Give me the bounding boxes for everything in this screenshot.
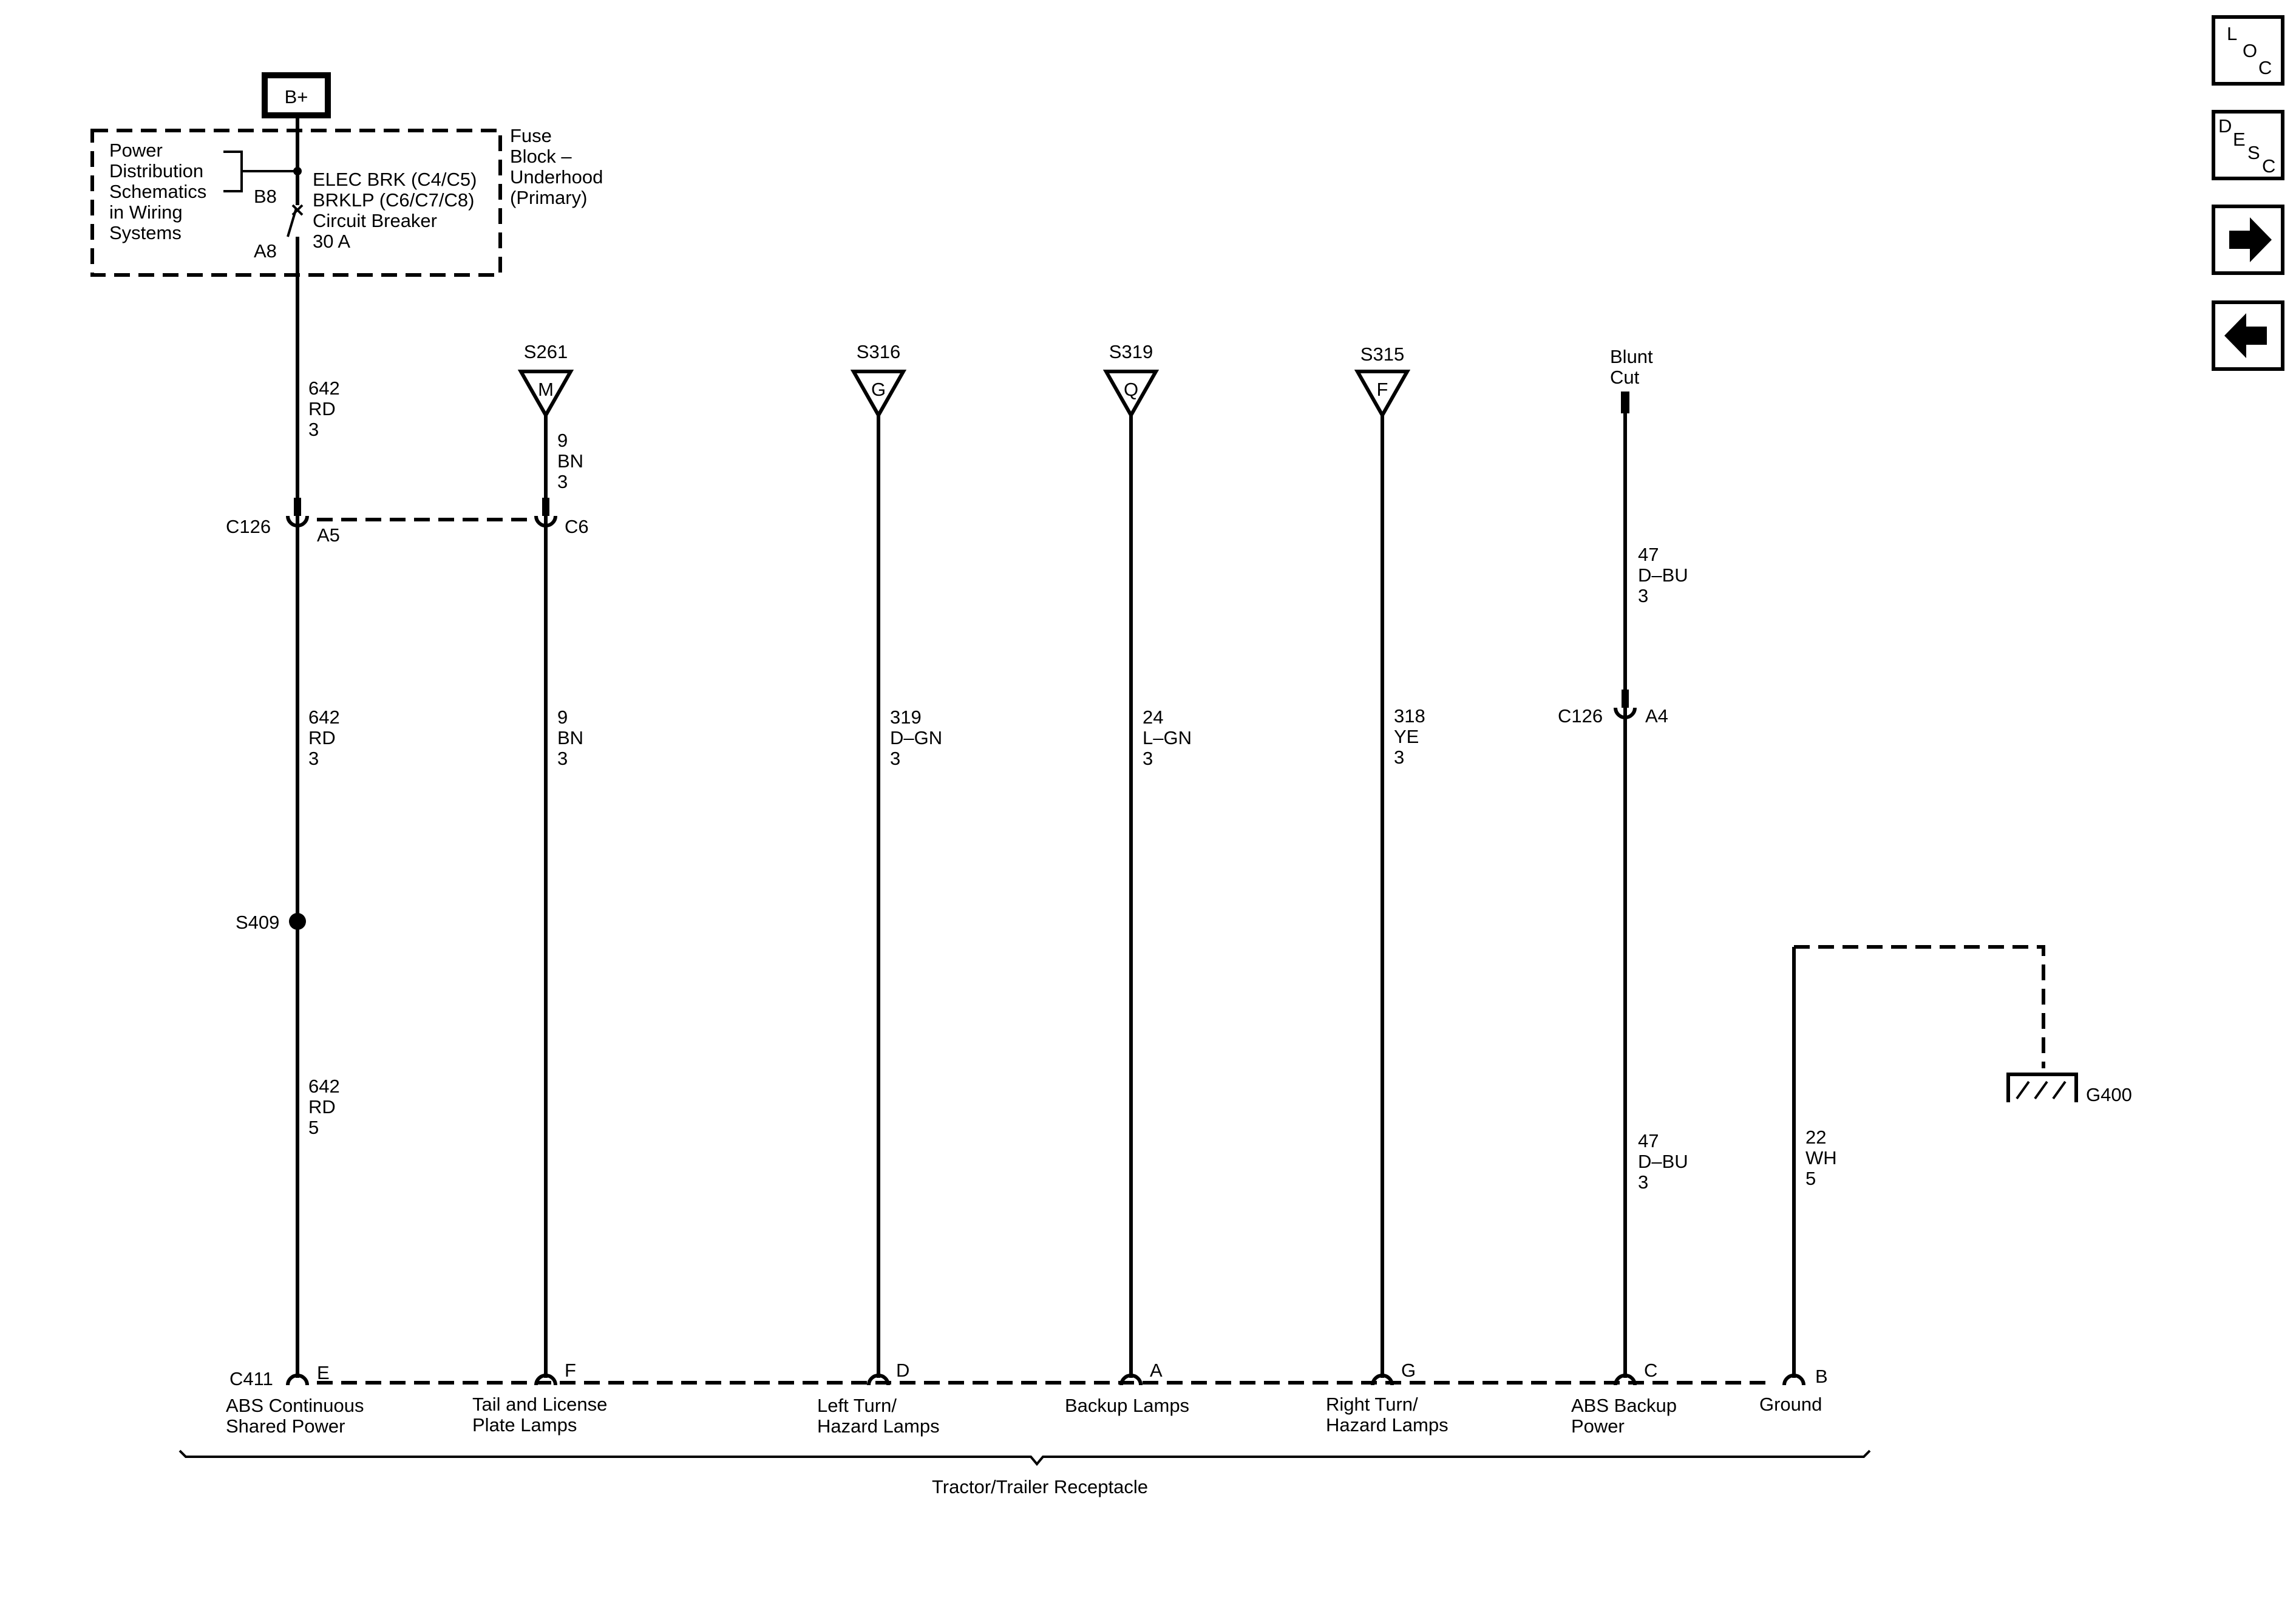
pin-function-label: Right Turn/ Hazard Lamps	[1326, 1394, 1449, 1436]
circuit-breaker-symbol	[287, 167, 304, 254]
loc-letter: C	[2258, 57, 2272, 78]
wire-label: 47 D–BU 3	[1638, 1130, 1693, 1193]
loc-button[interactable]: L O C	[2212, 15, 2284, 86]
connector-pin: G	[1401, 1360, 1416, 1381]
connector-pin: F	[565, 1360, 576, 1381]
power-distribution-reference: Power Distribution Schematics in Wiring …	[109, 140, 212, 243]
connector-pin: A	[1150, 1360, 1163, 1381]
wire-label: 24 L–GN 3	[1143, 707, 1197, 769]
splice-id: S261	[524, 341, 568, 362]
splice-id: S319	[1109, 341, 1153, 362]
connector-terminal: C ABS Backup Power	[1571, 1360, 1682, 1437]
circuit-47: Blunt Cut C126 A4	[1558, 346, 1668, 1378]
circuit-9: M S261	[517, 341, 574, 1378]
splice-letter: Q	[1124, 379, 1138, 400]
connector-pin: E	[317, 1362, 330, 1383]
ground-id: G400	[2086, 1084, 2132, 1105]
pin-function-label: Tail and License Plate Lamps	[472, 1394, 613, 1436]
back-button[interactable]	[2212, 300, 2284, 371]
desc-letter: E	[2233, 129, 2246, 150]
wire-label: 9 BN 3	[557, 707, 589, 769]
connector-terminal: F Tail and License Plate Lamps	[472, 1360, 613, 1436]
connector-pin: C	[1644, 1360, 1657, 1381]
pin-function-label: ABS Backup Power	[1571, 1395, 1682, 1437]
connector-terminal: E ABS Continuous Shared Power	[226, 1362, 369, 1437]
fuse-block-name: Fuse Block – Underhood (Primary)	[510, 125, 608, 208]
splice-letter: G	[871, 379, 886, 400]
connector-c126: C126 A5 C6	[226, 516, 589, 546]
desc-letter: C	[2262, 155, 2275, 177]
connector-c126-name: C126	[1558, 705, 1603, 727]
fuse-pin-in: B8	[254, 186, 277, 207]
blunt-cut-label: Blunt Cut	[1610, 346, 1658, 388]
power-label: B+	[285, 86, 308, 107]
connector-terminal: B Ground	[1759, 1366, 1828, 1415]
splice-letter: F	[1377, 379, 1388, 400]
wire-label: 47 D–BU 3	[1638, 544, 1693, 606]
pin-function-label: Left Turn/ Hazard Lamps	[817, 1395, 940, 1437]
component-brace: Tractor/Trailer Receptacle	[178, 1449, 1871, 1497]
desc-letter: S	[2247, 142, 2260, 163]
circuit-24: Q S319	[1102, 341, 1160, 1378]
connector-terminal: G Right Turn/ Hazard Lamps	[1326, 1360, 1449, 1436]
circuit-22: G400	[1792, 945, 2132, 1378]
wire-label: 642 RD 5	[308, 1076, 345, 1138]
component-name: Tractor/Trailer Receptacle	[932, 1476, 1148, 1497]
blunt-cut-end	[1621, 392, 1629, 413]
connector-c411: C411 E ABS Continuous Shared Power F Tai…	[226, 1360, 1828, 1437]
desc-letter: D	[2218, 115, 2232, 137]
battery-power-source: B+	[262, 72, 331, 118]
connector-c411-name: C411	[229, 1368, 273, 1389]
connector-terminal: A Backup Lamps	[1065, 1360, 1189, 1416]
circuit-319: G S316	[850, 341, 907, 1378]
wire-label: 9 BN 3	[557, 430, 589, 492]
pin-function-label: Backup Lamps	[1065, 1395, 1189, 1416]
splice-s409	[289, 913, 306, 930]
connector-pin: A5	[317, 524, 340, 546]
wire-label: 642 RD 3	[308, 707, 345, 769]
fuse-pin-out: A8	[254, 240, 277, 262]
circuit-642: S409	[236, 254, 309, 1378]
connector-pin: B	[1815, 1366, 1828, 1387]
connector-c126-name: C126	[226, 516, 271, 537]
circuit-breaker-label: ELEC BRK (C4/C5) BRKLP (C6/C7/C8) Circui…	[313, 169, 482, 252]
wire-label: 642 RD 3	[308, 378, 345, 440]
wire-label: 22 WH 5	[1805, 1127, 1842, 1189]
splice-id: S316	[857, 341, 900, 362]
wire-label: 318 YE 3	[1394, 705, 1430, 768]
connector-pin: C6	[565, 516, 589, 537]
loc-letter: L	[2227, 23, 2237, 44]
forward-button[interactable]	[2212, 205, 2284, 275]
ground-icon	[2006, 1073, 2078, 1102]
connector-pin: D	[896, 1360, 909, 1381]
pin-function-label: Ground	[1759, 1394, 1822, 1415]
wire-label: 319 D–GN 3	[890, 707, 948, 769]
fuse-block-underhood: Power Distribution Schematics in Wiring …	[90, 125, 608, 277]
connector-terminal: D Left Turn/ Hazard Lamps	[817, 1360, 940, 1437]
pin-function-label: ABS Continuous Shared Power	[226, 1395, 369, 1437]
circuit-318: F S315	[1354, 344, 1411, 1378]
splice-letter: M	[538, 379, 554, 400]
connector-pin: A4	[1645, 705, 1668, 727]
splice-s409-label: S409	[236, 912, 279, 933]
arrow-right-icon	[2229, 217, 2272, 262]
arrow-left-icon	[2224, 313, 2267, 358]
desc-button[interactable]: D E S C	[2212, 110, 2284, 180]
loc-letter: O	[2243, 40, 2257, 61]
splice-id: S315	[1360, 344, 1404, 365]
